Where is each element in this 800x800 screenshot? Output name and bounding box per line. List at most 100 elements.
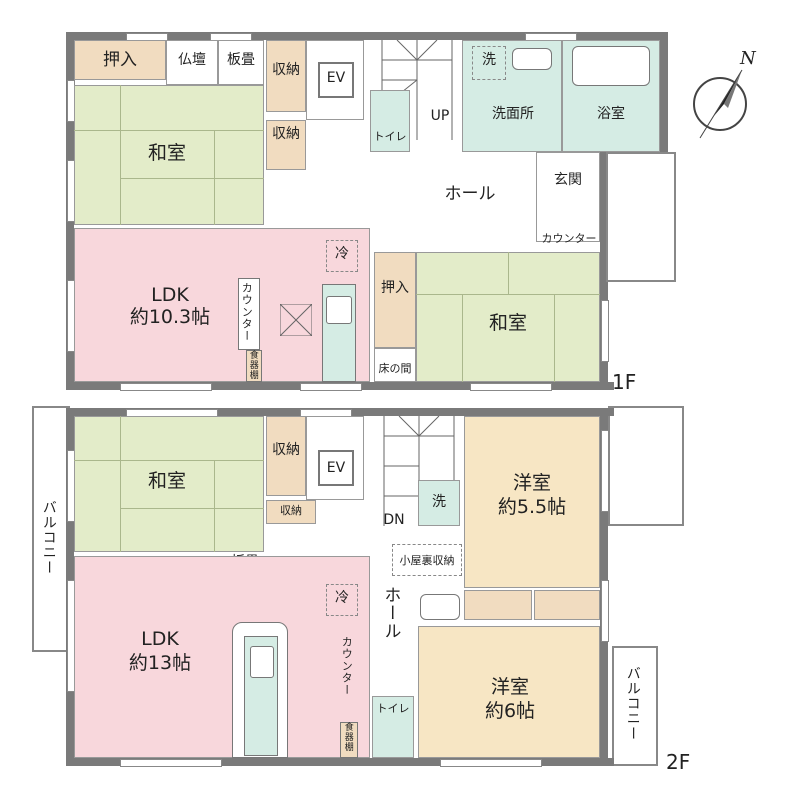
label-rei: 冷	[335, 246, 349, 262]
label-hall: ホール	[444, 184, 496, 204]
stairs-lines	[383, 416, 455, 526]
tatami-line	[120, 178, 264, 179]
room-shuno	[266, 120, 306, 170]
label-ldk: LDK	[151, 284, 189, 306]
floor-2-plan: バルコニー バルコニー 和室 収納 EV 収納 板畳 DN 洗 小屋裏収納 洋室…	[0, 400, 800, 800]
tatami-line	[120, 508, 264, 509]
room-ldk	[74, 228, 370, 382]
label-ev: EV	[326, 460, 346, 476]
room-tokonoma	[374, 348, 416, 382]
tatami-line	[416, 294, 600, 295]
label-shuno: 収納	[280, 504, 302, 517]
label-yokushitsu: 浴室	[597, 106, 625, 122]
tatami-line	[462, 294, 463, 382]
label-yoshitsu: 洋室	[512, 472, 551, 494]
label-yoshitsu: 洋室	[490, 676, 529, 698]
label-hall: ホール	[380, 586, 401, 640]
room-butsudan	[166, 40, 218, 85]
room-shuno	[266, 416, 306, 496]
tatami-line	[214, 130, 215, 225]
cupboard-box	[340, 722, 358, 758]
label-sen: 洗	[482, 52, 496, 68]
room-yoshitsu	[418, 626, 600, 758]
label-shokkidana: 食器棚	[342, 722, 353, 752]
room-ldk	[74, 556, 370, 758]
room-yoshitsu	[464, 416, 600, 588]
room-toilet	[372, 696, 414, 758]
wall	[66, 758, 614, 766]
label-ldk-size: 約13帖	[128, 652, 192, 674]
tatami-line	[508, 252, 509, 294]
sink	[512, 48, 552, 70]
compass: N	[684, 48, 764, 142]
window	[601, 580, 609, 642]
tatami-line	[74, 130, 264, 131]
room-washitsu	[74, 85, 264, 225]
room-elevator	[306, 416, 364, 500]
elevator-cage	[318, 62, 354, 98]
label-ldk: LDK	[141, 628, 179, 650]
balcony-top-right	[608, 406, 684, 526]
tatami-line	[120, 85, 121, 225]
washer-area	[418, 480, 460, 526]
compass-north-label: N	[740, 48, 756, 69]
label-rei: 冷	[335, 590, 349, 606]
label-washitsu: 和室	[488, 312, 527, 334]
label-koyaura: 小屋裏収納	[399, 554, 455, 567]
washer-space	[472, 46, 506, 80]
room-genkan	[536, 152, 600, 242]
label-ldk-size: 約10.3帖	[129, 306, 211, 328]
window	[601, 300, 609, 362]
label-counter-genkan: カウンター	[541, 232, 597, 245]
kitchen-sink	[250, 646, 274, 678]
closet	[534, 590, 600, 620]
room-washitsu	[74, 416, 264, 552]
fridge-space	[326, 240, 358, 272]
label-oshiire: 押入	[381, 280, 409, 296]
label-sen: 洗	[432, 494, 446, 510]
kitchen-vent	[280, 304, 312, 336]
label-butsudan: 仏壇	[178, 52, 206, 68]
label-counter: カウンター	[340, 636, 354, 696]
label-yoshitsu-size: 約6帖	[484, 700, 536, 722]
counter-box	[238, 278, 260, 350]
wall	[600, 152, 608, 390]
room-toilet	[370, 90, 410, 152]
fridge-space	[326, 584, 358, 616]
label-counter: カウンター	[240, 282, 254, 342]
label-balcony-left: バルコニー	[40, 500, 57, 575]
cupboard-box	[246, 350, 262, 382]
label-genkan: 玄関	[554, 172, 582, 188]
label-senmenjo: 洗面所	[492, 106, 534, 122]
entrance-porch	[606, 152, 676, 282]
wall	[606, 32, 666, 40]
label-dn: DN	[383, 512, 405, 528]
label-up: UP	[430, 108, 450, 124]
tatami-line	[214, 460, 215, 552]
closet	[464, 590, 532, 620]
label-toilet: トイレ	[373, 130, 407, 143]
floor-1-plan: 押入 仏壇 板畳 収納 EV 収納 和室 UP トイレ 洗 洗面所 浴室 ホール…	[66, 32, 676, 394]
label-washitsu: 和室	[147, 470, 186, 492]
window	[120, 383, 212, 391]
label-washitsu: 和室	[147, 142, 186, 164]
window	[440, 759, 542, 767]
label-yoshitsu-size: 約5.5帖	[497, 496, 567, 518]
attic-storage	[392, 544, 462, 576]
label-oshiire: 押入	[103, 50, 137, 70]
label-itatatami: 板畳	[227, 52, 255, 68]
room-itatatami	[218, 40, 264, 85]
floor-label-1f: 1F	[612, 370, 637, 394]
label-shuno: 収納	[272, 126, 300, 142]
label-ev: EV	[326, 70, 346, 86]
window	[470, 383, 552, 391]
tatami-line	[554, 294, 555, 382]
room-oshiire	[74, 40, 166, 80]
balcony-right	[612, 646, 658, 766]
elevator-cage	[318, 450, 354, 486]
label-shuno: 収納	[272, 442, 300, 458]
label-toilet: トイレ	[376, 702, 410, 715]
compass-icon	[693, 69, 747, 139]
room-shuno	[266, 40, 306, 112]
window	[120, 759, 222, 767]
